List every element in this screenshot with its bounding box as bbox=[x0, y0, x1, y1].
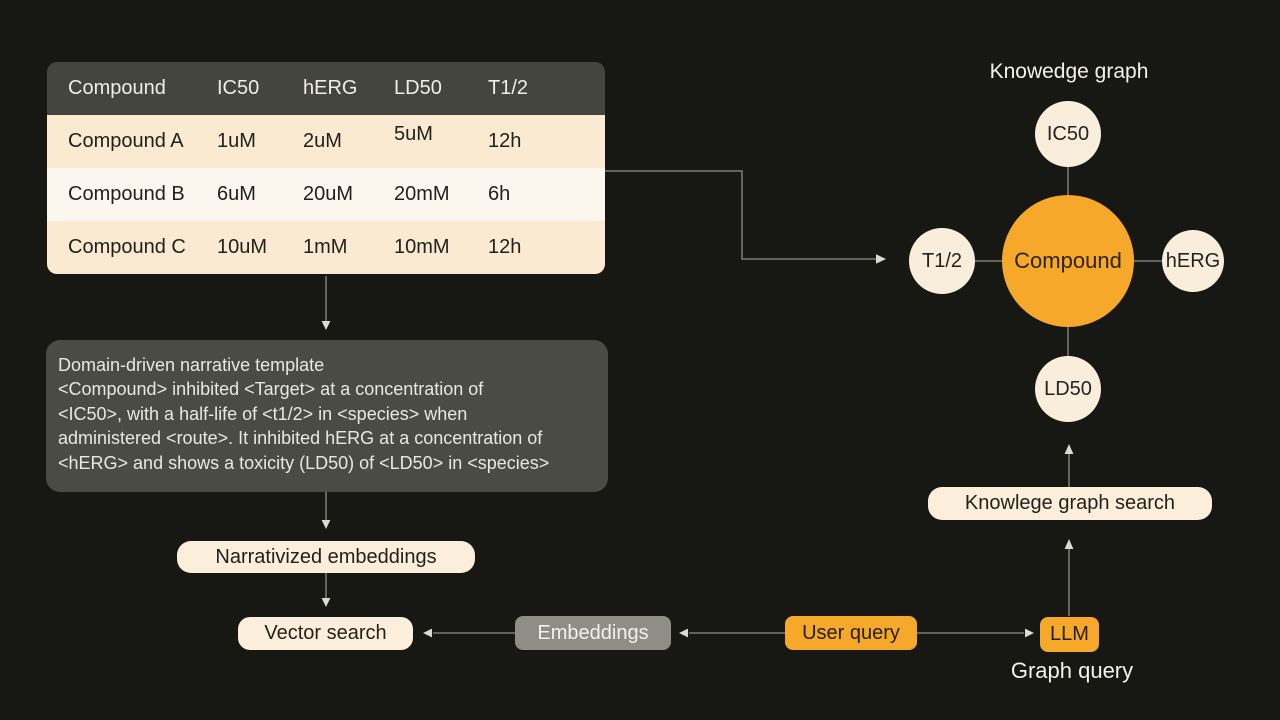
connector-embeddings-to-vector-search bbox=[423, 628, 515, 638]
knowledge-graph-search-box: Knowlege graph search bbox=[928, 487, 1212, 520]
compound-table: Compound IC50 hERG LD50 T1/2 Compound A … bbox=[47, 62, 605, 274]
table-header-compound: Compound bbox=[68, 77, 166, 99]
embeddings-box: Embeddings bbox=[515, 616, 671, 650]
template-line: Domain-driven narrative template bbox=[58, 355, 325, 375]
connector-user-query-to-llm bbox=[917, 628, 1034, 638]
connector-narrativized-to-vector-search bbox=[321, 573, 331, 607]
user-query-box: User query bbox=[785, 616, 917, 650]
table-cell: 20mM bbox=[394, 183, 450, 205]
table-cell: 2uM bbox=[303, 130, 342, 152]
table-cell: Compound A bbox=[68, 130, 184, 152]
table-cell: 12h bbox=[488, 130, 522, 152]
graph-query-label: Graph query bbox=[1010, 658, 1134, 683]
table-cell: 10uM bbox=[217, 236, 268, 258]
table-cell: 10mM bbox=[394, 236, 450, 258]
table-row: Compound A 1uM 2uM 5uM 12h bbox=[47, 115, 605, 168]
connector-llm-to-kg-search bbox=[1064, 539, 1074, 616]
connector-user-query-to-embeddings bbox=[679, 628, 785, 638]
kg-node-ld50: LD50 bbox=[1035, 356, 1101, 422]
template-line: <hERG> and shows a toxicity (LD50) of <L… bbox=[58, 452, 550, 473]
table-header-t12: T1/2 bbox=[488, 77, 529, 99]
table-cell: 20uM bbox=[303, 183, 354, 205]
table-header-ic50: IC50 bbox=[217, 77, 260, 99]
table-header-row: Compound IC50 hERG LD50 T1/2 bbox=[47, 62, 605, 115]
table-header-ld50: LD50 bbox=[394, 77, 442, 99]
table-row: Compound C 10uM 1mM 10mM 12h bbox=[47, 221, 605, 274]
table-cell: 5uM bbox=[394, 123, 433, 145]
connector-template-to-narrativized bbox=[321, 492, 331, 529]
table-cell: Compound B bbox=[68, 183, 185, 205]
knowledge-graph-title: Knowedge graph bbox=[989, 60, 1149, 83]
kg-node-compound: Compound bbox=[1002, 195, 1134, 327]
template-line: <Compound> inhibited <Target> at a conce… bbox=[58, 379, 484, 400]
kg-node-t12: T1/2 bbox=[909, 228, 975, 294]
table-header-herg: hERG bbox=[303, 77, 358, 99]
table-cell: 6h bbox=[488, 183, 511, 205]
llm-box: LLM bbox=[1040, 617, 1099, 652]
template-line: <IC50>, with a half-life of <t1/2> in <s… bbox=[58, 403, 468, 424]
table-cell: 6uM bbox=[217, 183, 256, 205]
vector-search-box: Vector search bbox=[238, 617, 413, 650]
table-cell: 12h bbox=[488, 236, 522, 258]
table-cell: Compound C bbox=[68, 236, 186, 258]
connector-table-to-graph bbox=[605, 170, 886, 264]
narrativized-embeddings-box: Narrativized embeddings bbox=[177, 541, 475, 573]
kg-node-ic50: IC50 bbox=[1035, 101, 1101, 167]
table-row: Compound B 6uM 20uM 20mM 6h bbox=[47, 168, 605, 221]
connector-table-to-template bbox=[321, 276, 331, 330]
narrative-template-box: Domain-driven narrative template <Compou… bbox=[46, 340, 608, 492]
kg-node-herg: hERG bbox=[1162, 230, 1224, 292]
table-cell: 1uM bbox=[217, 130, 256, 152]
connector-kg-search-to-graph bbox=[1064, 444, 1074, 487]
table-cell: 1mM bbox=[303, 236, 348, 258]
template-line: administered <route>. It inhibited hERG … bbox=[58, 428, 543, 449]
